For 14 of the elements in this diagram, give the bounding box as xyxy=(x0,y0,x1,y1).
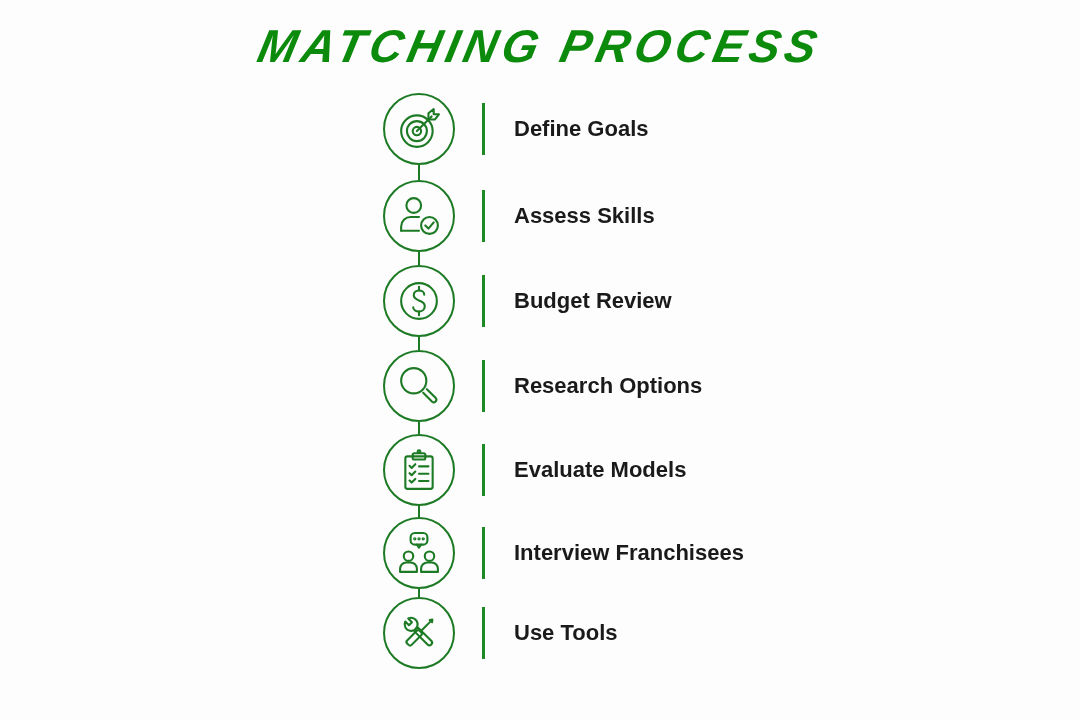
step-label: Evaluate Models xyxy=(514,457,687,483)
connector-line xyxy=(418,421,420,435)
connector-line xyxy=(418,164,420,181)
step-label: Interview Franchisees xyxy=(514,540,744,566)
connector-line xyxy=(418,336,420,351)
step-label: Use Tools xyxy=(514,620,618,646)
step-label: Assess Skills xyxy=(514,203,655,229)
connector-line xyxy=(418,505,420,518)
diagram-title: MATCHING PROCESS xyxy=(253,20,827,72)
step-label: Research Options xyxy=(514,373,703,399)
step-label: Budget Review xyxy=(514,288,672,314)
connector-line xyxy=(418,588,420,598)
step-label: Define Goals xyxy=(514,116,649,142)
connector-line xyxy=(418,251,420,266)
